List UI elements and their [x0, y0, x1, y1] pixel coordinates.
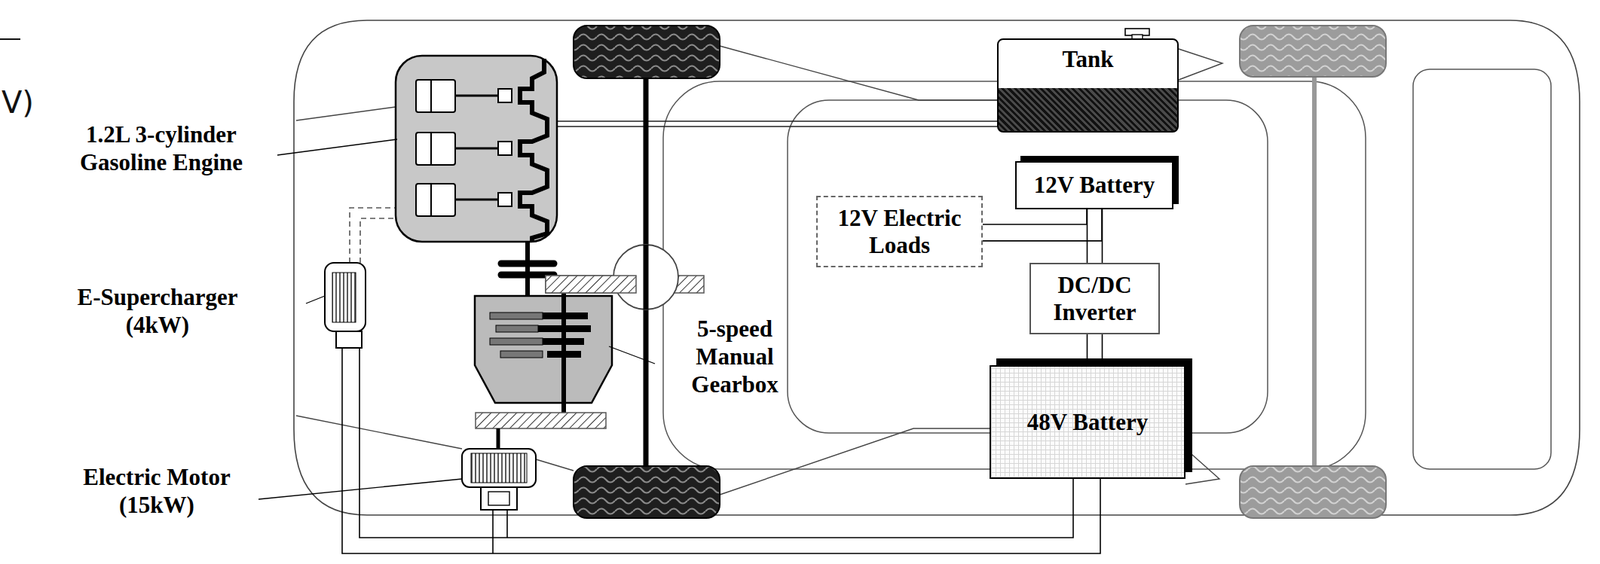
front-wheel — [573, 466, 720, 519]
cylinder — [416, 183, 456, 217]
cut-rule — [0, 38, 21, 40]
rear-window — [1413, 69, 1552, 470]
crank-pin — [498, 88, 512, 103]
engine-block — [395, 55, 557, 242]
gear — [500, 351, 543, 358]
battery-box: 48V Battery — [989, 365, 1186, 480]
gear — [489, 338, 543, 346]
cylinder — [416, 79, 456, 113]
piston — [430, 79, 432, 217]
node-text: DC/DC Inverter — [1037, 272, 1153, 326]
leader-line — [608, 346, 655, 365]
node-text: Tank — [1062, 45, 1114, 74]
cylinder — [416, 132, 456, 166]
wire-connector — [982, 209, 1102, 242]
part-label: 5-speed Manual Gearbox — [678, 315, 792, 400]
body-line — [1185, 449, 1220, 485]
front-axle — [643, 78, 649, 467]
electric-motor — [461, 449, 536, 488]
node-text: 48V Battery — [1027, 409, 1148, 437]
front-axle — [643, 244, 649, 310]
fuel-tank: Tank — [997, 38, 1179, 133]
body-line — [719, 428, 990, 496]
drive-gear — [545, 275, 704, 294]
body-line — [296, 107, 396, 121]
output-shaft — [561, 286, 566, 420]
wire-connector — [1087, 334, 1103, 366]
e-supercharger — [324, 263, 366, 332]
gear — [495, 325, 539, 333]
supercharger-base — [336, 331, 362, 349]
body-line — [1178, 48, 1223, 80]
body-line — [296, 416, 462, 450]
rear-wheel — [1239, 466, 1386, 519]
cut-off-text: V) — [1, 84, 62, 121]
rear-axle — [1312, 76, 1317, 467]
body-line — [535, 459, 574, 472]
supercharger-winding — [332, 272, 356, 323]
leader-line — [277, 139, 398, 156]
fuel-line — [556, 121, 998, 127]
body-line — [719, 45, 998, 101]
motor-base — [488, 492, 510, 506]
crankshaft — [520, 58, 548, 242]
front-wheel — [573, 25, 720, 79]
node-text: 12V Battery — [1034, 171, 1155, 199]
rear-wheel — [1239, 25, 1386, 77]
motor-shaft — [496, 428, 501, 450]
motor-gear — [475, 413, 606, 429]
wire-connector — [1087, 209, 1103, 264]
motor-wire — [492, 510, 508, 554]
gearbox-housing — [474, 296, 612, 404]
connecting-rod — [455, 95, 499, 200]
motor-base — [480, 487, 518, 511]
part-label: E-Supercharger (4kW) — [63, 283, 252, 340]
clutch-disc — [501, 260, 554, 268]
drive-gear — [545, 275, 637, 294]
crank-pin — [498, 141, 512, 156]
leader-line — [305, 296, 325, 304]
leader-line — [258, 479, 462, 500]
part-label: Electric Motor (15kW) — [62, 463, 251, 520]
gear — [489, 312, 543, 320]
car-body — [293, 20, 1580, 516]
part-label: 1.2L 3-cylinder Gasoline Engine — [59, 120, 264, 177]
motor-winding — [471, 453, 527, 484]
control-line — [349, 208, 396, 264]
crank-pin — [498, 192, 512, 207]
node-text: 12V Electric Loads — [823, 204, 976, 259]
load-box: 12V Electric Loads — [816, 195, 983, 268]
battery-box: 12V Battery — [1015, 161, 1174, 210]
converter-box: DC/DC Inverter — [1029, 263, 1160, 335]
